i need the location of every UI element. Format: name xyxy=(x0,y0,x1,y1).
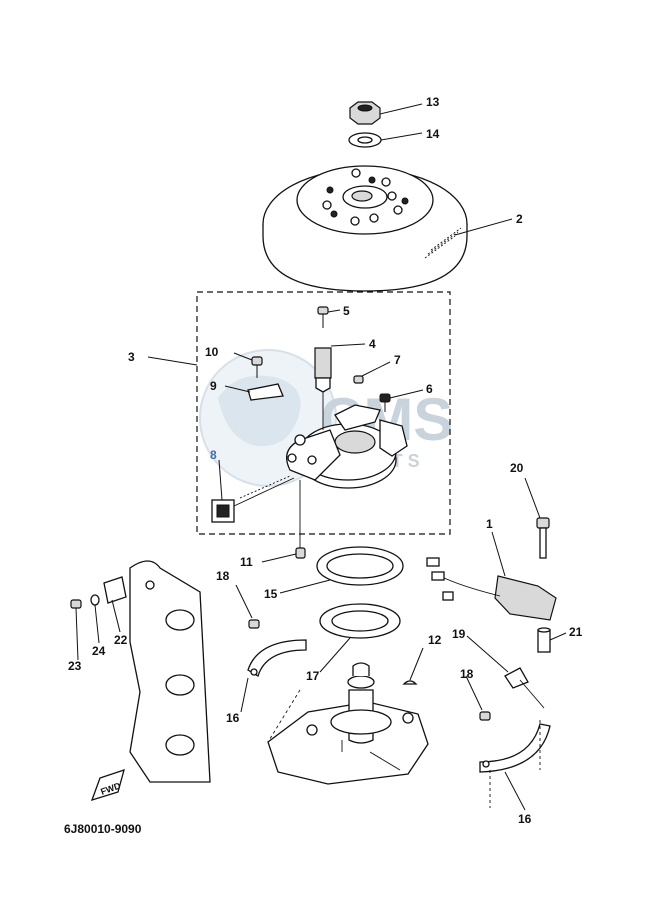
part-crankcase xyxy=(267,662,429,785)
part-connector-8 xyxy=(211,475,295,523)
part-bracket-9 xyxy=(247,383,284,401)
part-screw-18a xyxy=(248,619,260,629)
part-clamp-16a xyxy=(247,639,307,677)
callout-18b: 18 xyxy=(460,667,474,681)
part-collar-21 xyxy=(537,627,551,653)
callout-21: 21 xyxy=(569,625,583,639)
part-clamp-16b xyxy=(479,723,551,773)
callout-15: 15 xyxy=(264,587,278,601)
part-washer xyxy=(348,132,382,148)
part-flywheel xyxy=(262,165,468,292)
callout-labels: 13 14 2 3 5 4 7 6 10 9 8 11 15 17 18 16 … xyxy=(68,95,583,826)
part-bolt-11 xyxy=(295,547,306,559)
part-stator-assembly xyxy=(286,404,408,548)
part-screw-23 xyxy=(70,599,82,609)
callout-14: 14 xyxy=(426,127,440,141)
callout-13: 13 xyxy=(426,95,440,109)
callout-16a: 16 xyxy=(226,711,240,725)
callout-1: 1 xyxy=(486,517,493,531)
part-ring-15 xyxy=(316,546,404,586)
part-washer-24 xyxy=(90,594,100,606)
part-nut xyxy=(349,101,381,125)
callout-12: 12 xyxy=(428,633,442,647)
callout-24: 24 xyxy=(92,644,106,658)
callout-11: 11 xyxy=(240,555,253,569)
part-screw-18b xyxy=(479,711,491,721)
fwd-arrow-icon: FWD xyxy=(90,768,125,802)
callout-16b: 16 xyxy=(518,812,532,826)
part-ignition-coil xyxy=(426,557,557,621)
part-clip-19 xyxy=(504,667,545,709)
part-screw-5 xyxy=(317,306,329,328)
part-plate-22 xyxy=(103,576,127,604)
leader-lines xyxy=(75,103,567,811)
callout-18a: 18 xyxy=(216,569,230,583)
callout-22: 22 xyxy=(114,633,128,647)
part-bolt-20 xyxy=(536,517,550,559)
callout-8: 8 xyxy=(210,448,217,462)
callout-17: 17 xyxy=(306,669,320,683)
callout-2: 2 xyxy=(516,212,523,226)
callout-10: 10 xyxy=(205,345,219,359)
part-screw-10 xyxy=(251,356,263,378)
callout-4: 4 xyxy=(369,337,376,351)
part-screw-7 xyxy=(353,375,364,384)
part-cylinder-block xyxy=(129,560,211,783)
diagram-part-code: 6J80010-9090 xyxy=(64,822,142,836)
callout-20: 20 xyxy=(510,461,524,475)
callout-6: 6 xyxy=(426,382,433,396)
callout-3: 3 xyxy=(128,350,135,364)
callout-19: 19 xyxy=(452,627,466,641)
assembly-box xyxy=(196,291,451,535)
part-key-12 xyxy=(402,680,418,685)
part-pulser-coil xyxy=(314,347,332,430)
callout-5: 5 xyxy=(343,304,350,318)
callout-9: 9 xyxy=(210,379,217,393)
callout-7: 7 xyxy=(394,353,401,367)
part-ring-17 xyxy=(319,603,401,639)
callout-23: 23 xyxy=(68,659,82,673)
